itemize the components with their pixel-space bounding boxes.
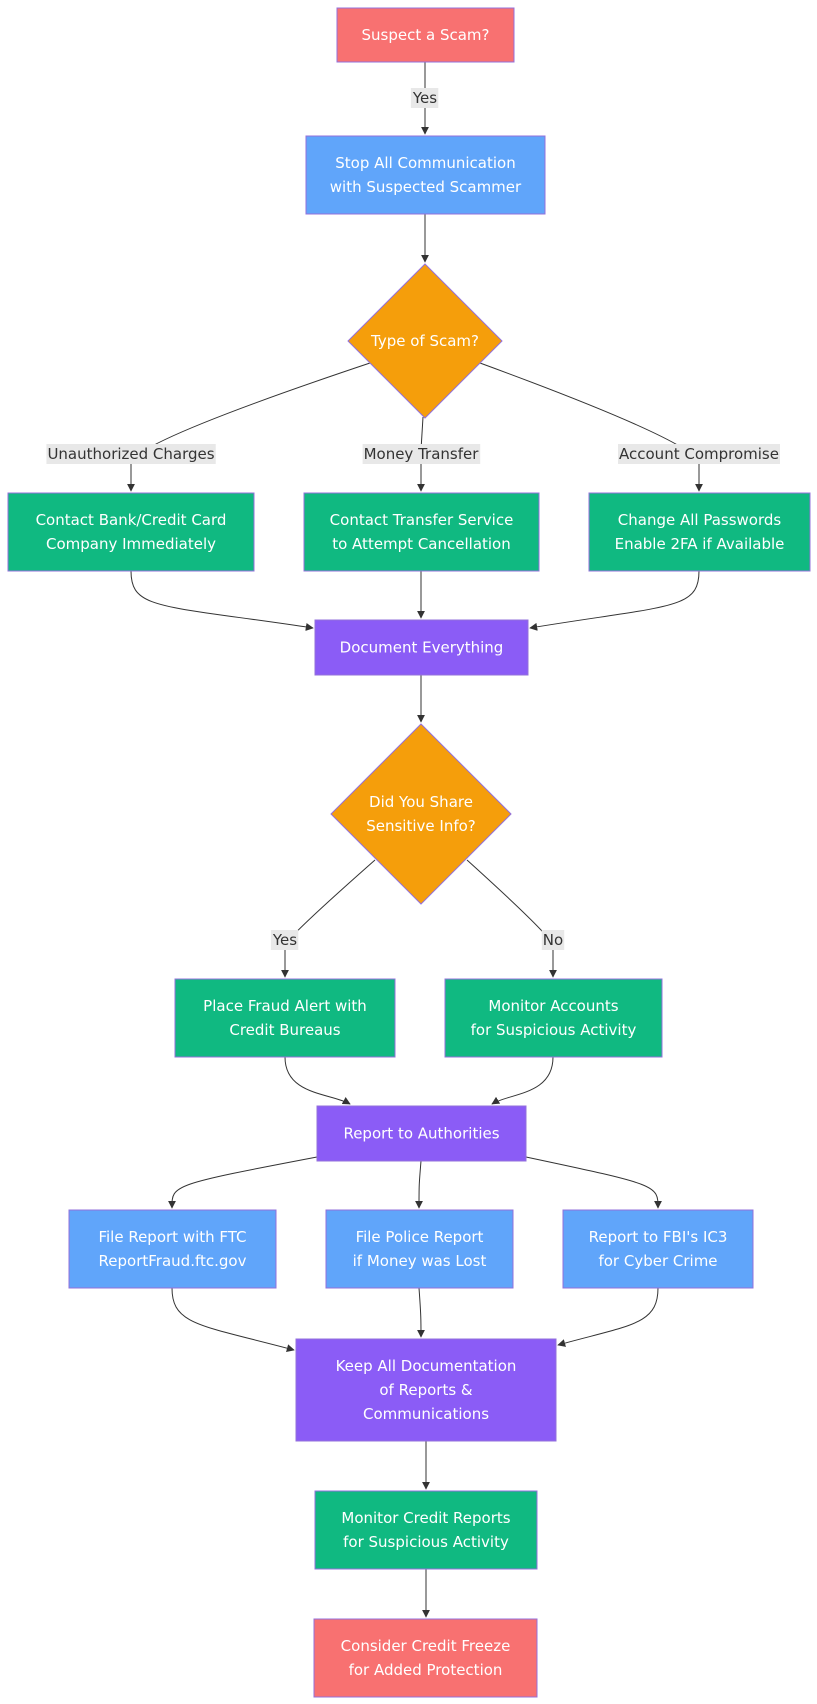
edge-monitor-report (491, 1056, 554, 1105)
node-label-line: Document Everything (340, 639, 504, 657)
node-box (313, 1618, 538, 1698)
node-box (314, 619, 529, 676)
edge-label-text: Account Compromise (619, 445, 779, 463)
edge-type-passwords (479, 362, 703, 492)
node-label-line: ReportFraud.ftc.gov (99, 1252, 247, 1270)
node-ic3: Report to FBI's IC3 for Cyber Crime (562, 1209, 754, 1289)
node-label-line: Contact Transfer Service (330, 511, 514, 529)
node-box (316, 1105, 527, 1162)
node-stop-comm: Stop All Communication with Suspected Sca… (305, 135, 546, 215)
node-box (314, 1490, 538, 1570)
node-box (444, 978, 663, 1058)
node-box (325, 1209, 514, 1289)
node-label-line: Monitor Credit Reports (341, 1509, 510, 1527)
edge-label-text: Yes (272, 931, 297, 949)
node-label-line: File Police Report (356, 1228, 484, 1246)
edge-ftc-keep (171, 1287, 295, 1353)
edge-label-text: Yes (412, 89, 437, 107)
edge-report-police (415, 1160, 424, 1209)
node-label-line: Report to FBI's IC3 (589, 1228, 728, 1246)
node-label-line: Place Fraud Alert with (203, 997, 367, 1015)
node-label-line: for Cyber Crime (598, 1252, 717, 1270)
node-suspect: Suspect a Scam? (336, 7, 515, 63)
node-label-line: for Added Protection (349, 1661, 503, 1679)
edge-label-account-compromise: Account Compromise (618, 444, 780, 464)
node-keep-docs: Keep All Documentation of Reports & Commun… (295, 1338, 557, 1442)
node-ftc: File Report with FTC ReportFraud.ftc.gov (68, 1209, 277, 1289)
node-box (336, 7, 515, 63)
node-label-line: Credit Bureaus (229, 1021, 340, 1039)
node-police: File Police Report if Money was Lost (325, 1209, 514, 1289)
node-box (295, 1338, 557, 1442)
edge-shared-monitor (466, 859, 557, 978)
edge-label-text: Unauthorized Charges (47, 445, 214, 463)
edge-fraud-report (284, 1056, 351, 1105)
node-box (562, 1209, 754, 1289)
edge-type-bank (127, 362, 371, 492)
node-monitor-credit: Monitor Credit Reports for Suspicious Act… (314, 1490, 538, 1570)
node-label-line: Consider Credit Freeze (341, 1637, 511, 1655)
edge-bank-document (130, 570, 314, 631)
node-label-line: Did You Share (369, 793, 473, 811)
node-monitor-accounts: Monitor Accounts for Suspicious Activity (444, 978, 663, 1058)
edge-report-ftc (167, 1156, 318, 1209)
node-label-line: Sensitive Info? (366, 817, 476, 835)
node-label-line: Communications (363, 1405, 489, 1423)
node-box (7, 492, 255, 572)
node-box (305, 135, 546, 215)
node-credit-freeze: Consider Credit Freeze for Added Protecti… (313, 1618, 538, 1698)
node-label-line: to Attempt Cancellation (332, 535, 511, 553)
edge-label-unauthorized: Unauthorized Charges (46, 444, 216, 464)
edge-report-ic3 (525, 1156, 662, 1209)
node-label-line: File Report with FTC (98, 1228, 246, 1246)
node-label-line: for Suspicious Activity (343, 1533, 509, 1551)
edge-label-yes-top: Yes (410, 88, 439, 108)
edge-shared-fraud (281, 859, 376, 978)
node-label-line: Monitor Accounts (488, 997, 618, 1015)
node-label-line: Contact Bank/Credit Card (36, 511, 227, 529)
node-box (588, 492, 811, 572)
node-label-line: Company Immediately (46, 535, 216, 553)
node-label-line: Enable 2FA if Available (615, 535, 785, 553)
edge-label-background (362, 444, 481, 464)
edge-label-text: Money Transfer (364, 445, 480, 463)
node-box (303, 492, 540, 572)
edge-label-text: No (543, 931, 563, 949)
edge-label-background (270, 930, 299, 950)
node-label-line: Report to Authorities (343, 1125, 499, 1143)
node-label-line: Suspect a Scam? (362, 26, 490, 44)
edge-label-money-transfer: Money Transfer (362, 444, 481, 464)
node-box (68, 1209, 277, 1289)
edge-label-no-info: No (541, 930, 565, 950)
node-label-line: Stop All Communication (335, 154, 515, 172)
node-label-line: for Suspicious Activity (471, 1021, 637, 1039)
decision-diamond (347, 263, 503, 419)
edge-passwords-document (529, 570, 700, 631)
node-box (174, 978, 396, 1058)
node-label-line: Type of Scam? (370, 332, 479, 350)
edge-label-background (46, 444, 216, 464)
edge-label-background (541, 930, 565, 950)
edge-label-yes-info: Yes (270, 930, 299, 950)
node-label-line: of Reports & (379, 1381, 473, 1399)
node-type-scam: Type of Scam? (347, 263, 503, 419)
node-report-authorities: Report to Authorities (316, 1105, 527, 1162)
edge-ic3-keep (557, 1287, 659, 1347)
node-label-line: Change All Passwords (618, 511, 782, 529)
node-document: Document Everything (314, 619, 529, 676)
node-label-line: Keep All Documentation (336, 1357, 517, 1375)
edge-label-background (618, 444, 780, 464)
node-label-line: with Suspected Scammer (330, 178, 522, 196)
edge-label-background (410, 88, 439, 108)
node-label-line: if Money was Lost (353, 1252, 487, 1270)
node-contact-transfer: Contact Transfer Service to Attempt Cance… (303, 492, 540, 572)
decision-diamond (330, 723, 512, 905)
edge-police-keep (416, 1287, 425, 1338)
